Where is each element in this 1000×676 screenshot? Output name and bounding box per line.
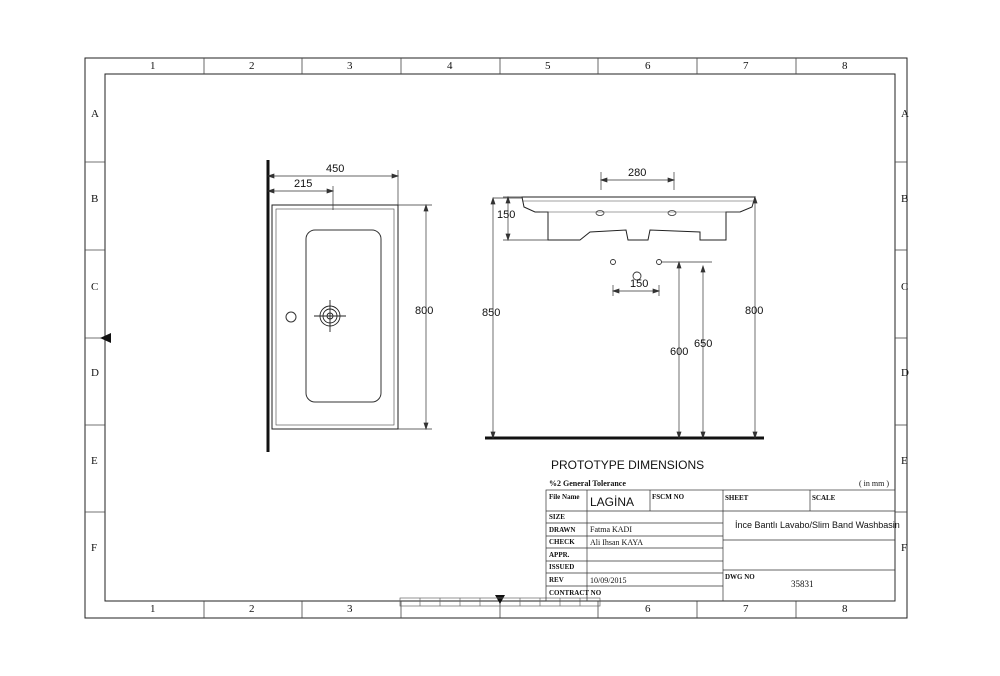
basin-outline bbox=[271, 204, 399, 430]
zone-ticks bbox=[85, 58, 907, 618]
title-block-grid bbox=[545, 489, 896, 602]
inner-frame bbox=[104, 73, 896, 602]
top-view bbox=[266, 160, 432, 452]
basin-profile bbox=[521, 196, 756, 241]
drain-fittings bbox=[610, 259, 662, 281]
drain-icon bbox=[314, 300, 346, 332]
top-view-dimension-lines bbox=[266, 170, 432, 431]
tap-hole-icons bbox=[595, 210, 677, 216]
tap-hole bbox=[285, 311, 297, 323]
basin-rim-inner bbox=[275, 208, 395, 426]
basin-bowl bbox=[305, 229, 382, 403]
outer-frame bbox=[84, 57, 908, 619]
front-view bbox=[485, 172, 764, 440]
bottom-scale-bar bbox=[399, 597, 601, 607]
front-view-dimension-lines bbox=[490, 172, 758, 440]
left-center-marker bbox=[100, 333, 111, 343]
bottom-center-marker bbox=[495, 595, 505, 604]
